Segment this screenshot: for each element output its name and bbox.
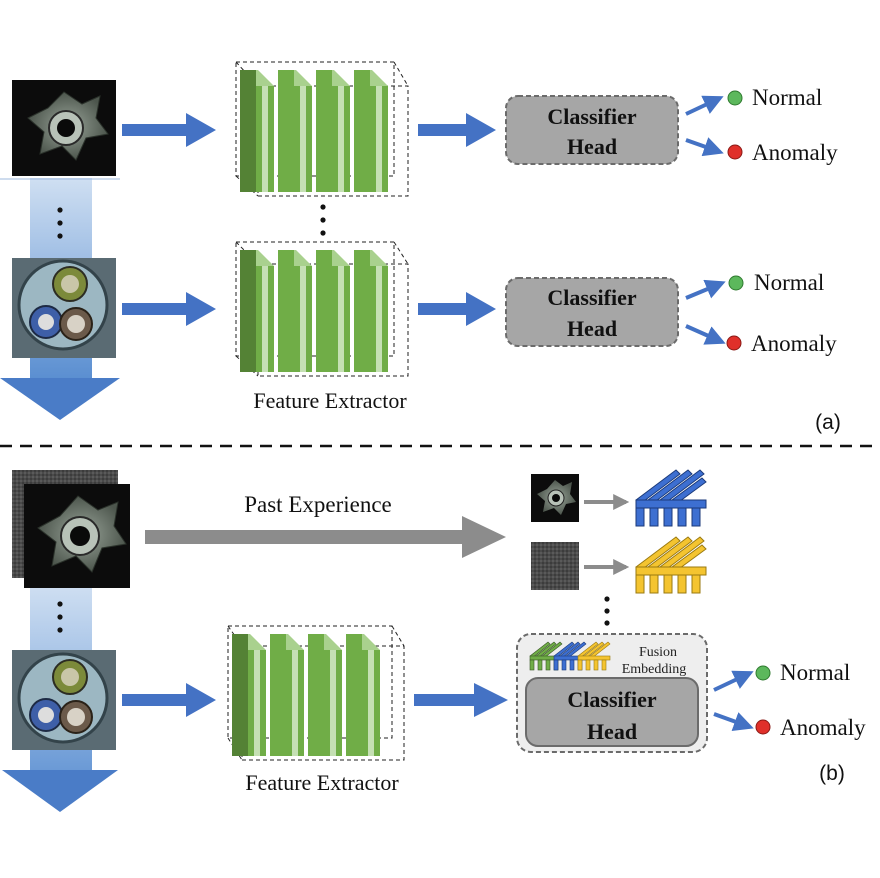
classifier-head-b bbox=[525, 677, 699, 747]
input-arrow-a2 bbox=[122, 292, 216, 326]
past-experience-arrow bbox=[145, 516, 506, 558]
svg-text:Classifier: Classifier bbox=[547, 285, 636, 310]
svg-text:Head: Head bbox=[567, 134, 617, 159]
input-arrow-b bbox=[122, 683, 216, 717]
feature-extractor-label-b: Feature Extractor bbox=[245, 770, 399, 795]
panel-label-a: (a) bbox=[815, 411, 841, 434]
panel-a: Feature Extractor Classifier Head Classi… bbox=[0, 61, 841, 434]
extractor-to-head-arrow-b bbox=[414, 683, 508, 717]
cable-image-icon bbox=[12, 258, 116, 358]
classifier-head-a1: Classifier Head bbox=[505, 95, 679, 165]
svg-text:Head: Head bbox=[587, 719, 637, 744]
input-arrow-a1 bbox=[122, 113, 216, 147]
metal-nut-image-icon bbox=[12, 80, 116, 176]
anomaly-dot-icon bbox=[726, 335, 742, 351]
ellipsis-dots-a bbox=[320, 204, 326, 236]
feature-extractor-label-a: Feature Extractor bbox=[253, 388, 407, 413]
classifier-head-a2: Classifier Head bbox=[505, 277, 679, 347]
yellow-embedding-block bbox=[635, 536, 707, 594]
memory-fabric-texture-thumbnail-icon bbox=[531, 542, 579, 590]
fusion-embedding-label-line2: Embedding bbox=[622, 662, 687, 677]
anomaly-dot-icon bbox=[755, 719, 771, 735]
extractor-to-head-arrow-a1 bbox=[418, 113, 496, 147]
fusion-embedding-label-line1: Fusion bbox=[639, 645, 677, 660]
feature-extractor-b bbox=[227, 625, 405, 761]
extractor-to-head-arrow-a2 bbox=[418, 292, 496, 326]
svg-text:Classifier: Classifier bbox=[567, 687, 656, 712]
feature-extractor-a1 bbox=[235, 61, 409, 197]
feature-extractor-a2 bbox=[235, 241, 409, 377]
normal-dot-icon bbox=[755, 665, 771, 681]
normal-dot-icon bbox=[727, 90, 743, 106]
output-anomaly-b: Anomaly bbox=[780, 715, 866, 740]
output-anomaly-a1: Anomaly bbox=[752, 140, 838, 165]
anomaly-dot-icon bbox=[727, 144, 743, 160]
panel-label-b: (b) bbox=[819, 762, 845, 785]
memory-metal-nut-thumbnail-icon bbox=[531, 474, 579, 522]
output-normal-a2: Normal bbox=[754, 270, 824, 295]
fusion-classifier-container: Fusion Embedding Classifier Head bbox=[516, 633, 708, 753]
past-experience-label: Past Experience bbox=[244, 492, 392, 517]
output-normal-a1: Normal bbox=[752, 85, 822, 110]
output-anomaly-a2: Anomaly bbox=[751, 331, 837, 356]
svg-text:Classifier: Classifier bbox=[547, 104, 636, 129]
panel-b: Past Experience bbox=[2, 469, 866, 812]
cable-image-icon bbox=[12, 650, 116, 750]
svg-text:Head: Head bbox=[567, 316, 617, 341]
blue-embedding-block bbox=[635, 469, 707, 527]
output-normal-b: Normal bbox=[780, 660, 850, 685]
fusion-embedding-icon bbox=[529, 641, 611, 671]
metal-nut-image-icon bbox=[24, 484, 130, 588]
normal-dot-icon bbox=[728, 275, 744, 291]
ellipsis-dots-b bbox=[604, 596, 610, 626]
